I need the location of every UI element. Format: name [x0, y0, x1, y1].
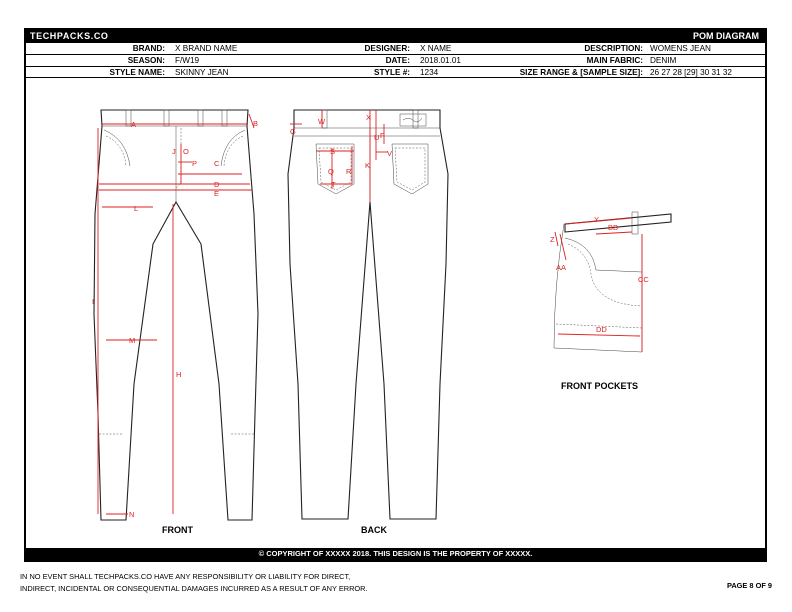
back-pom-lines [290, 110, 388, 202]
pom-label: O [183, 147, 189, 156]
company-name: TECHPACKS.CO [30, 31, 109, 41]
pom-label: J [172, 147, 176, 156]
front-pom-letters: A B C D E I J O P L M H N [92, 119, 258, 519]
description-value: WOMENS JEAN [650, 44, 711, 53]
pom-label: I [92, 297, 94, 306]
main-fabric-value: DENIM [650, 56, 677, 65]
pom-label: G [290, 127, 296, 136]
pom-label: H [176, 370, 181, 379]
copyright-bar: © COPYRIGHT OF XXXXX 2018. THIS DESIGN I… [26, 548, 765, 560]
pom-label: T [331, 180, 336, 189]
pom-label: U [374, 133, 379, 142]
pom-label: V [387, 149, 392, 158]
pom-label: B [253, 119, 258, 128]
brand-label: BRAND: [132, 44, 165, 53]
description-label: DESCRIPTION: [584, 44, 643, 53]
pom-label: C [214, 159, 220, 168]
front-jean-drawing [93, 109, 259, 521]
size-range-value: 26 27 28 [29] 30 31 32 [650, 68, 732, 77]
pom-label: M [129, 336, 135, 345]
front-pockets-caption: FRONT POCKETS [561, 381, 638, 391]
disclaimer-line-2: INDIRECT, INCIDENTAL OR CONSEQUENTIAL DA… [20, 584, 368, 593]
main-fabric-label: MAIN FABRIC: [586, 56, 643, 65]
tech-pack-sheet: TECHPACKS.CO POM DIAGRAM BRAND: X BRAND … [24, 28, 767, 562]
pom-label: CC [638, 275, 649, 284]
back-view-caption: BACK [361, 525, 387, 535]
season-label: SEASON: [127, 56, 165, 65]
disclaimer: IN NO EVENT SHALL TECHPACKS.CO HAVE ANY … [20, 571, 500, 595]
header-row-1: BRAND: X BRAND NAME DESIGNER: X NAME DES… [26, 42, 765, 54]
sheet-title: POM DIAGRAM [693, 31, 759, 41]
pom-label: Q [328, 167, 334, 176]
front-pom-lines [97, 113, 255, 515]
pom-diagram-svg: A B C D E I J O P L M H N [92, 109, 672, 535]
style-number-label: STYLE #: [374, 68, 410, 77]
pom-label: D [214, 180, 220, 189]
title-bar: TECHPACKS.CO POM DIAGRAM [26, 30, 765, 42]
pom-label: R [346, 167, 352, 176]
brand-value: X BRAND NAME [175, 44, 238, 53]
pom-label: E [214, 189, 219, 198]
header-row-2: SEASON: F/W19 DATE: 2018.01.01 MAIN FABR… [26, 54, 765, 66]
designer-label: DESIGNER: [364, 44, 411, 53]
pocket-pom-letters: Y BB Z AA CC DD [550, 215, 649, 334]
pom-diagram-area: A B C D E I J O P L M H N [26, 84, 765, 549]
pom-label: X [366, 113, 371, 122]
pom-label: BB [608, 223, 618, 232]
header-row-3: STYLE NAME: SKINNY JEAN STYLE #: 1234 SI… [26, 66, 765, 78]
pom-label: DD [596, 325, 607, 334]
pom-label: Z [550, 235, 555, 244]
style-name-label: STYLE NAME: [109, 68, 166, 77]
style-number-value: 1234 [420, 68, 439, 77]
pom-label: A [131, 120, 136, 129]
designer-value: X NAME [420, 44, 452, 53]
pom-label: Y [594, 215, 599, 224]
pom-label: L [134, 204, 138, 213]
page-number: PAGE 8 OF 9 [726, 581, 772, 590]
style-name-value: SKINNY JEAN [175, 68, 229, 77]
pom-label: F [380, 131, 385, 140]
pom-label: P [192, 159, 197, 168]
back-pom-letters: G W X U F T V S Q R K [290, 113, 392, 189]
date-value: 2018.01.01 [420, 56, 461, 65]
date-label: DATE: [385, 56, 410, 65]
pom-label: K [365, 161, 370, 170]
back-jean-drawing [287, 109, 449, 520]
pom-label: W [318, 117, 326, 126]
pocket-pom-lines [554, 217, 643, 352]
pom-label: AA [556, 263, 566, 272]
disclaimer-line-1: IN NO EVENT SHALL TECHPACKS.CO HAVE ANY … [20, 572, 351, 581]
size-range-label: SIZE RANGE & [SAMPLE SIZE]: [519, 68, 643, 77]
season-value: F/W19 [175, 56, 200, 65]
front-view-caption: FRONT [162, 525, 193, 535]
pom-label: S [330, 147, 335, 156]
pom-label: N [129, 510, 134, 519]
